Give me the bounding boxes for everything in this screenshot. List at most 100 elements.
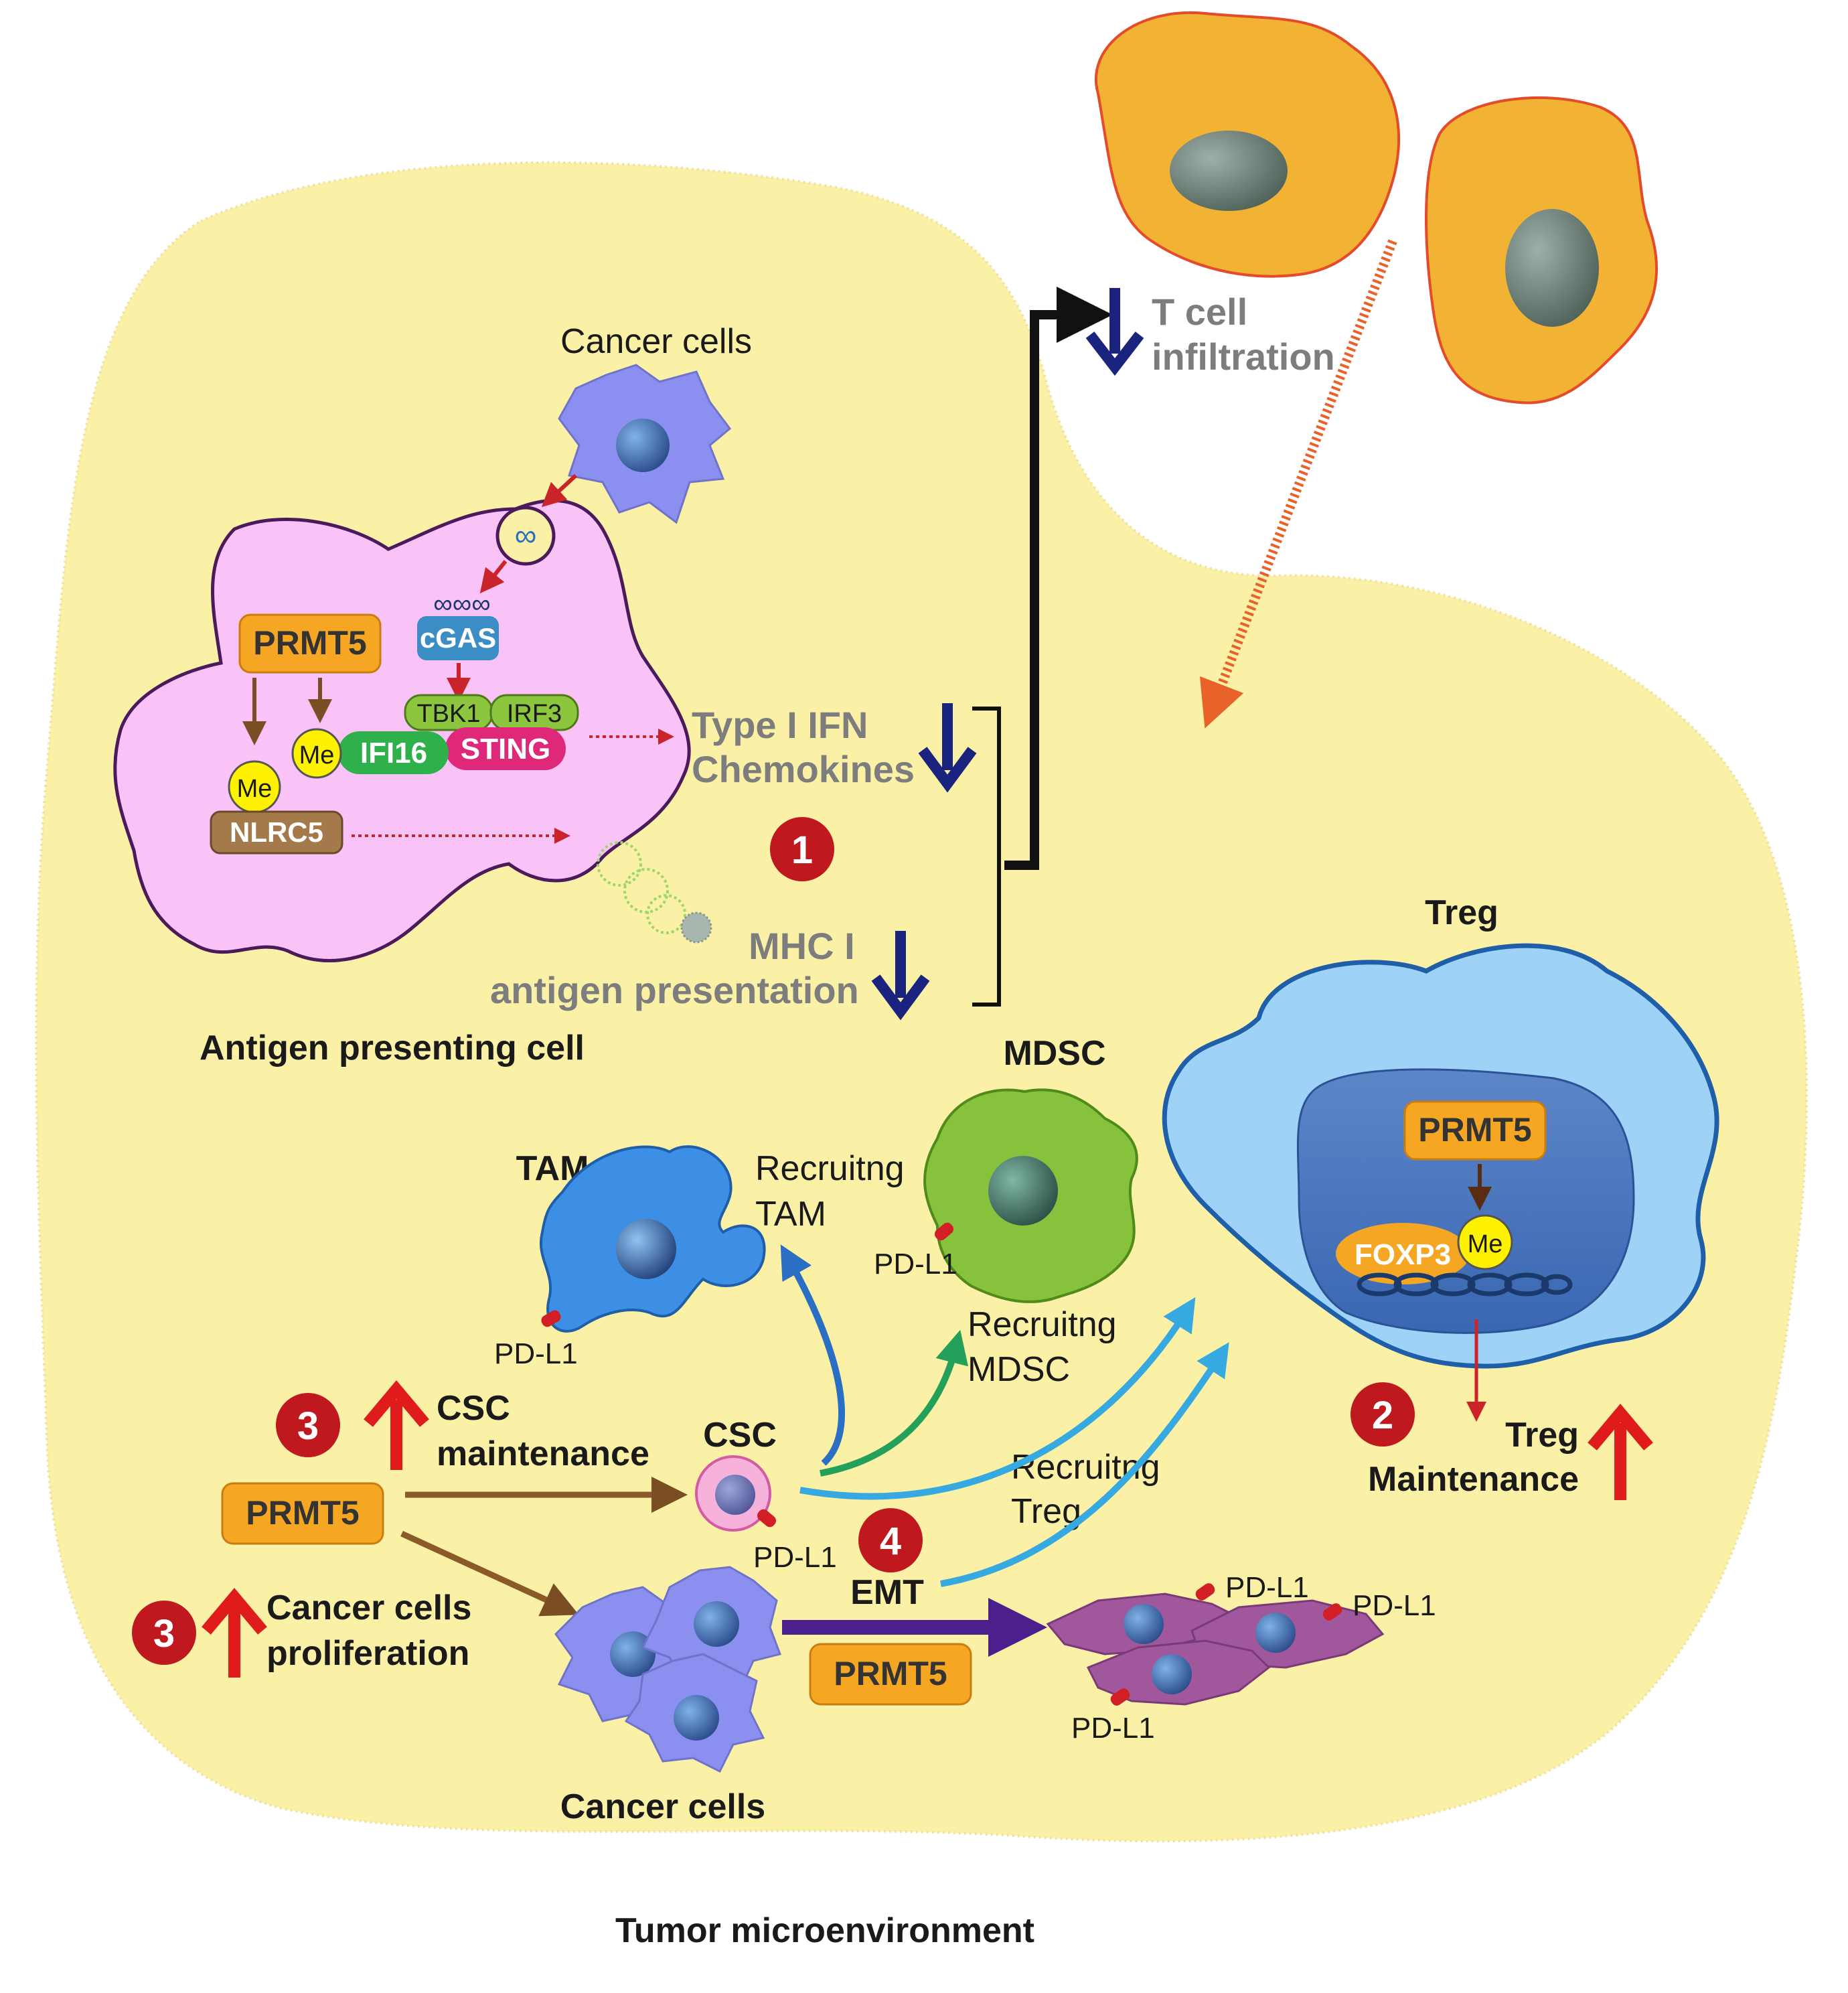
prmt5-emt-label: PRMT5 bbox=[834, 1655, 947, 1692]
up-arrow-proliferation bbox=[202, 1588, 267, 1678]
csc-pdl1-label: PD-L1 bbox=[753, 1541, 837, 1574]
down-arrow-ifn bbox=[918, 703, 977, 793]
emt-pdl1-top-label: PD-L1 bbox=[1225, 1571, 1309, 1604]
dna-icon: ∞ bbox=[515, 518, 537, 552]
emt-pdl1-bottom-label: PD-L1 bbox=[1071, 1712, 1155, 1745]
foxp3-box bbox=[1336, 1223, 1470, 1284]
recruit-mdsc-label-2: MDSC bbox=[968, 1350, 1070, 1389]
t-cell-1-nucleus bbox=[1170, 131, 1288, 211]
mhc-label: MHC I bbox=[749, 925, 855, 967]
csc-maint-label-2: maintenance bbox=[437, 1434, 649, 1473]
tam-pdl1-marker bbox=[541, 1310, 561, 1327]
emt-pdl1-right-marker bbox=[1322, 1603, 1342, 1621]
cancer-cell-b2-nucleus bbox=[694, 1601, 739, 1647]
infiltration-label: infiltration bbox=[1152, 336, 1335, 378]
tam-pdl1-label: PD-L1 bbox=[494, 1337, 578, 1370]
mdsc-title: MDSC bbox=[1003, 1034, 1105, 1073]
bracket bbox=[972, 707, 1001, 1007]
recruit-tam-label-1: Recruitng bbox=[755, 1149, 905, 1188]
cancer-cells-top-label: Cancer cells bbox=[560, 322, 752, 361]
mdsc-nucleus bbox=[988, 1156, 1058, 1226]
cancer-cell-b3-nucleus bbox=[674, 1695, 719, 1741]
me-foxp3 bbox=[1457, 1214, 1513, 1270]
recruit-mdsc-label-1: Recruitng bbox=[968, 1305, 1117, 1344]
tumor-microenvironment-label: Tumor microenvironment bbox=[615, 1911, 1034, 1950]
prmt5-apc-box bbox=[238, 613, 382, 674]
chemokines-label: Chemokines bbox=[692, 748, 915, 790]
badge-3a-label: 3 bbox=[297, 1404, 319, 1448]
cancer-cell-cluster bbox=[554, 1566, 781, 1773]
tbk1-label: TBK1 bbox=[416, 700, 480, 728]
badge-2-label: 2 bbox=[1372, 1394, 1393, 1437]
emt-pdl1-right-label: PD-L1 bbox=[1353, 1589, 1436, 1622]
up-arrow-csc bbox=[364, 1380, 429, 1470]
arrow-cancer-to-vesicle bbox=[541, 473, 578, 508]
mhc-ring-3 bbox=[646, 894, 686, 934]
treg-maint-label-1: Treg bbox=[1505, 1416, 1579, 1455]
emt-cell-2-nucleus bbox=[1255, 1613, 1296, 1653]
prolif-label-2: proliferation bbox=[266, 1634, 469, 1673]
treg-title: Treg bbox=[1425, 893, 1498, 932]
recruit-tam-label-2: TAM bbox=[755, 1195, 826, 1234]
sting-box bbox=[445, 727, 566, 770]
csc-pdl1-marker bbox=[757, 1509, 777, 1528]
sting-label: STING bbox=[461, 733, 550, 765]
emt-pdl1-bottom-marker bbox=[1110, 1688, 1130, 1706]
badge-1 bbox=[770, 817, 834, 881]
prmt5-apc-label: PRMT5 bbox=[253, 624, 366, 662]
badge-3a bbox=[276, 1393, 340, 1457]
cgas-box bbox=[417, 616, 499, 660]
me-ifi16 bbox=[291, 728, 342, 779]
down-arrow-tcell bbox=[1085, 288, 1144, 376]
arrow-emt-to-treg bbox=[940, 1342, 1229, 1587]
type1-ifn-label: Type I IFN bbox=[692, 704, 868, 746]
badge-1-label: 1 bbox=[791, 828, 813, 872]
mhc-peptide bbox=[680, 911, 712, 944]
badge-4 bbox=[858, 1508, 923, 1572]
ifi16-box bbox=[338, 731, 449, 774]
emt-label: EMT bbox=[850, 1573, 924, 1612]
t-cell-2-nucleus bbox=[1505, 209, 1599, 327]
ifi16-label: IFI16 bbox=[360, 737, 427, 769]
arrow-csc-to-treg bbox=[799, 1297, 1196, 1500]
black-connector bbox=[1004, 287, 1113, 870]
foxp3-label: FOXP3 bbox=[1355, 1238, 1451, 1271]
nlrc5-label: NLRC5 bbox=[230, 816, 323, 848]
foxp3-dna bbox=[1357, 1272, 1573, 1297]
mdsc-pdl1-marker bbox=[934, 1222, 954, 1241]
nlrc5-box bbox=[210, 810, 343, 855]
antigen-presentation-label: antigen presentation bbox=[490, 969, 859, 1011]
arrow-csc-to-mdsc bbox=[820, 1329, 969, 1477]
me-foxp3-label: Me bbox=[1468, 1230, 1503, 1258]
up-arrow-treg bbox=[1588, 1404, 1653, 1500]
me-ifi16-label: Me bbox=[299, 741, 335, 769]
cancer-cell-top-nucleus bbox=[616, 419, 670, 472]
irf3-label: IRF3 bbox=[507, 700, 562, 728]
badge-3b bbox=[132, 1601, 196, 1665]
infiltration-arrow bbox=[1199, 239, 1397, 729]
mhc-ring-1 bbox=[597, 841, 642, 887]
badge-4-label: 4 bbox=[880, 1520, 901, 1563]
cancer-cells-bottom-label: Cancer cells bbox=[560, 1787, 765, 1826]
cgas-dna-icon: ∞∞∞ bbox=[433, 589, 491, 619]
badge-3b-label: 3 bbox=[153, 1612, 175, 1655]
prmt5-left-box bbox=[221, 1482, 384, 1545]
badge-2 bbox=[1351, 1382, 1415, 1447]
emt-pdl1-top-marker bbox=[1195, 1583, 1215, 1601]
prolif-label-1: Cancer cells bbox=[266, 1589, 471, 1627]
csc-title: CSC bbox=[703, 1416, 777, 1455]
csc-nucleus bbox=[715, 1475, 755, 1515]
dna-vesicle bbox=[495, 506, 556, 566]
emt-cell-1-nucleus bbox=[1124, 1604, 1164, 1644]
me-nlrc5-label: Me bbox=[237, 775, 273, 803]
prmt5-left-label: PRMT5 bbox=[246, 1494, 359, 1532]
down-arrow-mhc bbox=[871, 931, 930, 1021]
mdsc-pdl1-label: PD-L1 bbox=[874, 1248, 957, 1280]
treg-maint-label-2: Maintenance bbox=[1368, 1460, 1579, 1499]
tam-nucleus bbox=[616, 1219, 676, 1279]
csc-maint-label-1: CSC bbox=[437, 1389, 510, 1428]
prmt5-treg-label: PRMT5 bbox=[1418, 1111, 1531, 1149]
arrow-csc-to-tam bbox=[780, 1244, 846, 1466]
